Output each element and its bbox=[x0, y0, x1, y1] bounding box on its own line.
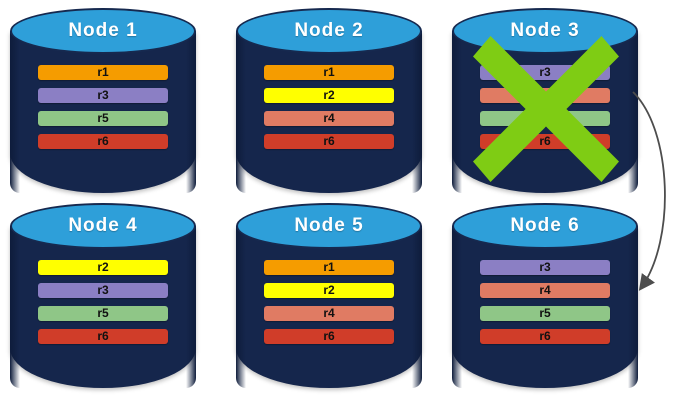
node-cylinder-2[interactable]: Node 2 r1 r2 r4 r6 bbox=[236, 8, 422, 193]
record-bar[interactable]: r6 bbox=[38, 329, 168, 344]
cylinder-top-ellipse bbox=[236, 203, 422, 249]
node-label: Node 4 bbox=[68, 215, 138, 236]
record-bar[interactable]: r2 bbox=[264, 88, 394, 103]
node-cylinder-6[interactable]: Node 6 r3 r4 r5 r6 bbox=[452, 203, 638, 388]
record-bar[interactable]: r5 bbox=[480, 111, 610, 126]
record-list: r1 r2 r4 r6 bbox=[264, 65, 394, 149]
record-bar[interactable]: r6 bbox=[38, 134, 168, 149]
node-cylinder-5[interactable]: Node 5 r1 r2 r4 r6 bbox=[236, 203, 422, 388]
record-bar[interactable]: r6 bbox=[480, 329, 610, 344]
record-bar[interactable]: r1 bbox=[264, 65, 394, 80]
record-bar[interactable]: r6 bbox=[264, 329, 394, 344]
record-bar[interactable]: r3 bbox=[38, 88, 168, 103]
record-bar[interactable]: r6 bbox=[480, 134, 610, 149]
node-cylinder-3[interactable]: Node 3 r3 r4 r5 r6 bbox=[452, 8, 638, 193]
node-label: Node 5 bbox=[294, 215, 364, 236]
record-bar[interactable]: r1 bbox=[264, 260, 394, 275]
cylinder-top-ellipse bbox=[10, 8, 196, 54]
node-cylinder-1[interactable]: Node 1 r1 r3 r5 r6 bbox=[10, 8, 196, 193]
record-bar[interactable]: r6 bbox=[264, 134, 394, 149]
cylinder-top-ellipse bbox=[236, 8, 422, 54]
record-bar[interactable]: r4 bbox=[264, 111, 394, 126]
record-list: r1 r2 r4 r6 bbox=[264, 260, 394, 344]
cylinder-top-ellipse bbox=[10, 203, 196, 249]
record-bar[interactable]: r2 bbox=[38, 260, 168, 275]
record-list: r3 r4 r5 r6 bbox=[480, 260, 610, 344]
record-list: r1 r3 r5 r6 bbox=[38, 65, 168, 149]
record-bar[interactable]: r5 bbox=[38, 306, 168, 321]
record-bar[interactable]: r2 bbox=[264, 283, 394, 298]
record-bar[interactable]: r4 bbox=[264, 306, 394, 321]
record-list: r2 r3 r5 r6 bbox=[38, 260, 168, 344]
record-bar[interactable]: r5 bbox=[38, 111, 168, 126]
record-bar[interactable]: r3 bbox=[480, 65, 610, 80]
record-list: r3 r4 r5 r6 bbox=[480, 65, 610, 149]
record-bar[interactable]: r3 bbox=[480, 260, 610, 275]
record-bar[interactable]: r5 bbox=[480, 306, 610, 321]
cylinder-top-ellipse bbox=[452, 203, 638, 249]
node-label: Node 1 bbox=[68, 20, 138, 41]
record-bar[interactable]: r3 bbox=[38, 283, 168, 298]
node-cylinder-4[interactable]: Node 4 r2 r3 r5 r6 bbox=[10, 203, 196, 388]
node-label: Node 2 bbox=[294, 20, 364, 41]
node-label: Node 3 bbox=[510, 20, 580, 41]
node-label: Node 6 bbox=[510, 215, 580, 236]
record-bar[interactable]: r4 bbox=[480, 88, 610, 103]
record-bar[interactable]: r4 bbox=[480, 283, 610, 298]
record-bar[interactable]: r1 bbox=[38, 65, 168, 80]
